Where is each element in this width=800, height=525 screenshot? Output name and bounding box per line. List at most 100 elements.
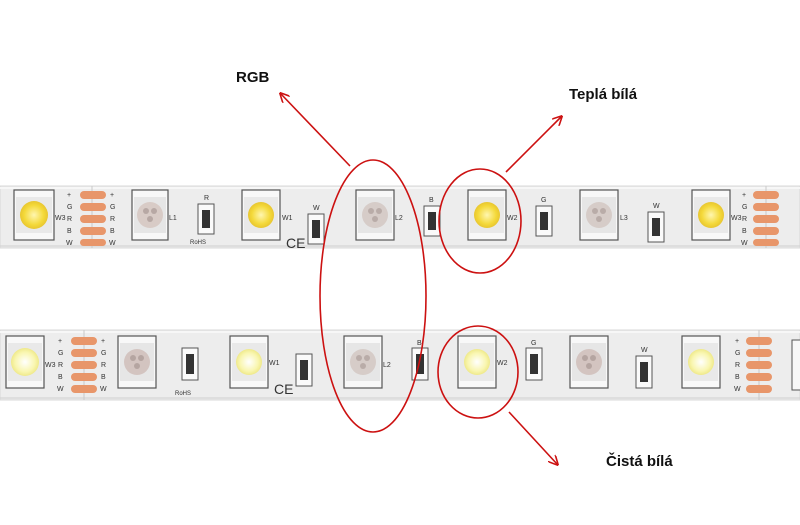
svg-text:RoHS: RoHS [175, 391, 191, 397]
svg-text:+: + [742, 192, 746, 199]
led-cool-white [681, 335, 721, 389]
led-rgb: L3 [579, 189, 628, 241]
svg-text:W: W [641, 347, 648, 354]
svg-text:CE: CE [274, 381, 293, 397]
svg-text:G: G [58, 350, 63, 357]
svg-text:R: R [67, 216, 72, 223]
led-strip-top: + G R B W + G R B W + G R B W W3 [0, 185, 800, 251]
resistor: R RoHS [190, 195, 215, 246]
svg-text:G: G [110, 204, 115, 211]
led-rgb: L2 [343, 335, 391, 389]
svg-text:R: R [735, 362, 740, 369]
svg-text:W3: W3 [45, 362, 56, 369]
led-warm-white: W2 [467, 189, 518, 241]
resistor: W [647, 203, 665, 243]
resistor [295, 353, 313, 387]
svg-text:B: B [101, 374, 106, 381]
svg-text:RoHS: RoHS [190, 240, 206, 246]
solder-pads-right [746, 330, 800, 400]
svg-text:R: R [742, 216, 747, 223]
svg-text:G: G [531, 340, 536, 347]
svg-text:W: W [57, 386, 64, 393]
pure-white-highlight-ellipse [437, 325, 519, 419]
svg-text:W3: W3 [55, 215, 66, 222]
pin-labels-bottom-left: + G R B W + G R B W [57, 338, 107, 393]
led-rgb: L1 [131, 189, 177, 241]
svg-text:CE: CE [286, 235, 305, 251]
svg-text:R: R [58, 362, 63, 369]
svg-text:W2: W2 [507, 215, 518, 222]
svg-text:R: R [110, 216, 115, 223]
solder-pads-left [80, 186, 106, 248]
resistor: W [635, 347, 653, 389]
led-rgb [117, 335, 157, 389]
svg-text:B: B [67, 228, 72, 235]
svg-text:W1: W1 [269, 360, 280, 367]
svg-text:B: B [735, 374, 740, 381]
led-cool-white: W2 [457, 335, 508, 389]
svg-text:B: B [110, 228, 115, 235]
svg-text:+: + [58, 338, 62, 345]
pure-white-label: Čistá bílá [606, 453, 673, 470]
svg-text:+: + [101, 338, 105, 345]
svg-text:W1: W1 [282, 215, 293, 222]
svg-text:B: B [58, 374, 63, 381]
resistor: B [423, 197, 441, 237]
rgb-label: RGB [236, 69, 270, 86]
resistor: RoHS [175, 347, 199, 397]
solder-pads-left [71, 330, 97, 400]
led-warm-white: W1 [241, 189, 293, 241]
led-rgb: L2 [355, 189, 403, 241]
svg-text:W: W [734, 386, 741, 393]
pure-white-arrow [508, 411, 557, 464]
led-warm-white: W3 [691, 189, 742, 241]
resistor: G [525, 340, 543, 381]
solder-pads-right [753, 186, 779, 248]
svg-text:W: W [653, 203, 660, 210]
svg-text:B: B [742, 228, 747, 235]
svg-text:W: W [313, 205, 320, 212]
led-cool-white: W3 [5, 335, 56, 389]
rgb-arrow [281, 94, 351, 167]
svg-text:L1: L1 [169, 215, 177, 222]
svg-text:W: W [741, 240, 748, 247]
svg-text:G: G [735, 350, 740, 357]
resistor: W [307, 205, 325, 245]
svg-text:+: + [110, 192, 114, 199]
rgb-highlight-ellipse [319, 159, 427, 433]
svg-text:R: R [204, 195, 209, 202]
warm-white-highlight-ellipse [438, 168, 522, 274]
annotations [281, 94, 561, 464]
svg-text:B: B [417, 340, 422, 347]
svg-text:W: W [109, 240, 116, 247]
svg-text:L3: L3 [620, 215, 628, 222]
svg-text:W2: W2 [497, 360, 508, 367]
svg-text:W: W [100, 386, 107, 393]
led-rgb [569, 335, 609, 389]
pin-labels-bottom-right: + G R B W [734, 338, 741, 393]
warm-white-arrow [505, 117, 561, 173]
svg-text:R: R [101, 362, 106, 369]
svg-text:B: B [429, 197, 434, 204]
svg-text:G: G [101, 350, 106, 357]
ce-mark: CE [274, 381, 293, 397]
svg-text:G: G [541, 197, 546, 204]
led-warm-white: W3 [13, 189, 66, 241]
svg-text:+: + [67, 192, 71, 199]
led-strip-bottom: + G R B W + G R B W + G R B W W3 [0, 329, 800, 401]
led-cool-white: W1 [229, 335, 280, 389]
svg-text:L2: L2 [383, 362, 391, 369]
warm-white-label: Teplá bílá [569, 86, 638, 103]
svg-text:G: G [67, 204, 72, 211]
svg-text:+: + [735, 338, 739, 345]
resistor: B [411, 340, 429, 381]
svg-text:G: G [742, 204, 747, 211]
pin-labels-top-left: + G R B W + G R B W [66, 192, 116, 247]
svg-text:W3: W3 [731, 215, 742, 222]
svg-text:W: W [66, 240, 73, 247]
ce-mark: CE [286, 235, 305, 251]
pin-labels-top-right: + G R B W [741, 192, 748, 247]
svg-text:L2: L2 [395, 215, 403, 222]
resistor: G [535, 197, 553, 237]
